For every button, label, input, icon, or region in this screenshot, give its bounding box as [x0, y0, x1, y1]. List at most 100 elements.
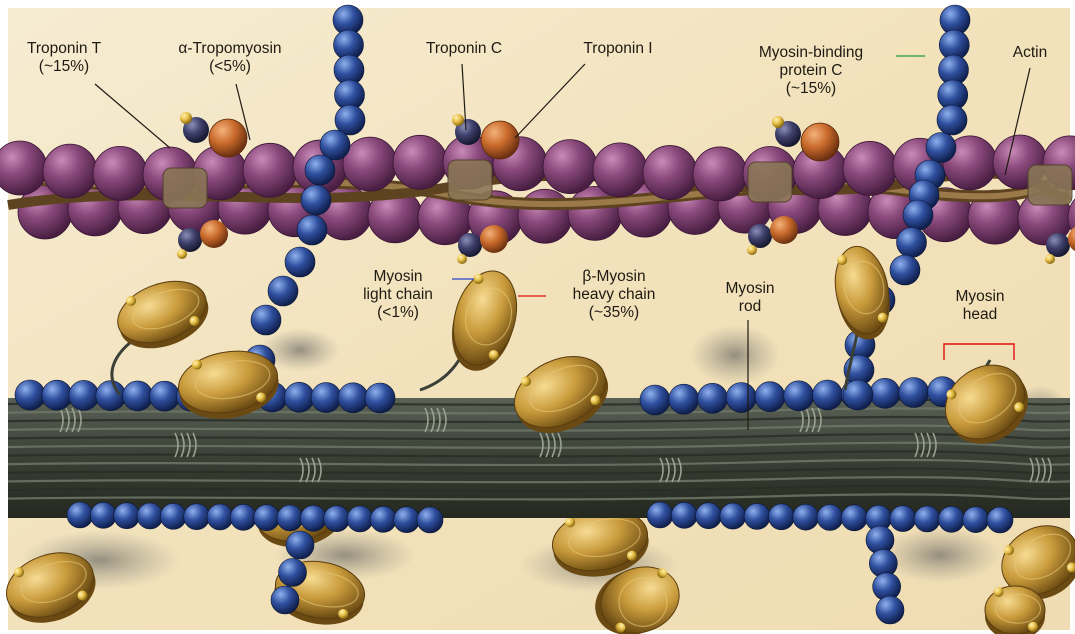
label-troponin-c: Troponin C	[404, 40, 524, 58]
troponin-c-lower	[178, 228, 202, 252]
shadow	[690, 325, 780, 385]
actin-monomer	[518, 189, 572, 243]
myosin-binding-protein-c-bead	[305, 155, 335, 185]
myosin-rod-bead	[114, 503, 140, 529]
myosin-rod-bead	[698, 383, 728, 413]
myosin-rod-bead	[784, 381, 814, 411]
myosin-rod-bead	[841, 505, 867, 531]
troponin-t-block	[163, 168, 207, 208]
troponin-t-block	[448, 160, 492, 200]
myosin-rod-bead	[96, 381, 126, 411]
actin-monomer	[643, 146, 697, 200]
myosin-binding-protein-c-bead	[876, 596, 904, 624]
troponin-t-block	[748, 162, 792, 202]
myosin-rod-bead	[184, 504, 210, 530]
myosin-rod-bead	[669, 384, 699, 414]
myosin-rod-bead	[311, 383, 341, 413]
myosin-binding-protein-c-bead	[897, 228, 927, 258]
myosin-rod-bead	[42, 380, 72, 410]
actin-monomer	[693, 147, 747, 201]
actin-monomer	[243, 143, 297, 197]
calcium-ion-lower	[177, 249, 187, 259]
myosin-binding-protein-c-bead	[271, 586, 299, 614]
calcium-ion-lower	[457, 254, 467, 264]
troponin-i-lower	[200, 220, 228, 248]
myosin-binding-protein-c-bead	[251, 305, 281, 335]
label-alpha-tropomyosin: α-Tropomyosin (<5%)	[156, 40, 304, 76]
myosin-head-lower	[985, 586, 1045, 634]
calcium-ion	[452, 114, 464, 126]
myosin-rod-bead	[338, 383, 368, 413]
myosin-rod-bead	[963, 507, 989, 533]
myosin-rod-bead	[160, 503, 186, 529]
myosin-rod-bead	[744, 503, 770, 529]
myosin-rod-bead	[284, 382, 314, 412]
troponin-t-block	[1028, 165, 1072, 205]
myosin-rod-bead	[870, 378, 900, 408]
calcium-ion-lower	[1045, 254, 1055, 264]
myosin-light-chain-dot	[994, 587, 1004, 597]
label-actin: Actin	[990, 44, 1070, 62]
calcium-ion-lower	[747, 245, 757, 255]
myosin-rod-bead	[938, 506, 964, 532]
actin-monomer	[543, 140, 597, 194]
calcium-ion	[772, 116, 784, 128]
troponin-i	[481, 121, 519, 159]
myosin-binding-protein-c-bead	[297, 215, 327, 245]
myosin-rod-bead	[755, 382, 785, 412]
myosin-rod-bead	[277, 505, 303, 531]
myosin-rod-bead	[696, 503, 722, 529]
troponin-c-lower	[1046, 233, 1070, 257]
myosin-rod-bead	[90, 502, 116, 528]
label-myosin-binding-protein-c: Myosin-binding protein C (~15%)	[726, 44, 896, 98]
myosin-rod-bead	[347, 506, 373, 532]
myosin-binding-protein-c-bead	[937, 105, 967, 135]
myosin-binding-protein-c-bead	[903, 200, 933, 230]
troponin-i	[209, 119, 247, 157]
myosin-rod-bead	[300, 505, 326, 531]
myosin-binding-protein-c-bead	[286, 531, 314, 559]
myosin-rod-bead	[207, 504, 233, 530]
actin-monomer	[393, 135, 447, 189]
myosin-light-chain-dot	[1028, 622, 1038, 632]
troponin-c-lower	[748, 224, 772, 248]
myosin-rod-bead	[137, 503, 163, 529]
myosin-rod-bead	[671, 502, 697, 528]
shadow	[880, 527, 1000, 583]
label-myosin-light-chain: Myosin light chain (<1%)	[334, 268, 462, 322]
myosin-binding-protein-c-bead	[285, 247, 315, 277]
myosin-rod-bead	[720, 503, 746, 529]
actin-monomer	[93, 146, 147, 200]
myosin-rod-bead	[230, 504, 256, 530]
troponin-i-lower	[770, 216, 798, 244]
myosin-rod-bead	[365, 383, 395, 413]
myosin-rod-bead	[793, 504, 819, 530]
label-troponin-i: Troponin I	[558, 40, 678, 58]
myosin-rod-bead	[647, 502, 673, 528]
myosin-binding-protein-c-bead	[268, 276, 298, 306]
actin-monomer	[593, 143, 647, 197]
myosin-rod-bead	[726, 383, 756, 413]
label-myosin-rod: Myosin rod	[700, 280, 800, 316]
myosin-binding-protein-c-bead	[279, 559, 307, 587]
myosin-rod-bead	[813, 380, 843, 410]
myosin-rod-bead	[768, 504, 794, 530]
myosin-rod-bead	[899, 378, 929, 408]
troponin-i-lower	[480, 225, 508, 253]
myosin-rod-bead	[640, 385, 670, 415]
actin-monomer	[343, 137, 397, 191]
label-beta-myosin-heavy-chain: β-Myosin heavy chain (~35%)	[540, 268, 688, 322]
troponin-c-lower	[458, 233, 482, 257]
myosin-binding-protein-c-bead	[926, 133, 956, 163]
myosin-rod-bead	[150, 381, 180, 411]
myosin-rod-bead	[817, 505, 843, 531]
myosin-rod-bead	[254, 505, 280, 531]
myosin-rod-bead	[324, 506, 350, 532]
myosin-rod-bead	[914, 506, 940, 532]
label-myosin-head: Myosin head	[930, 288, 1030, 324]
myosin-rod-bead	[370, 506, 396, 532]
myosin-rod-bead	[394, 507, 420, 533]
label-troponin-t: Troponin T (~15%)	[6, 40, 122, 76]
